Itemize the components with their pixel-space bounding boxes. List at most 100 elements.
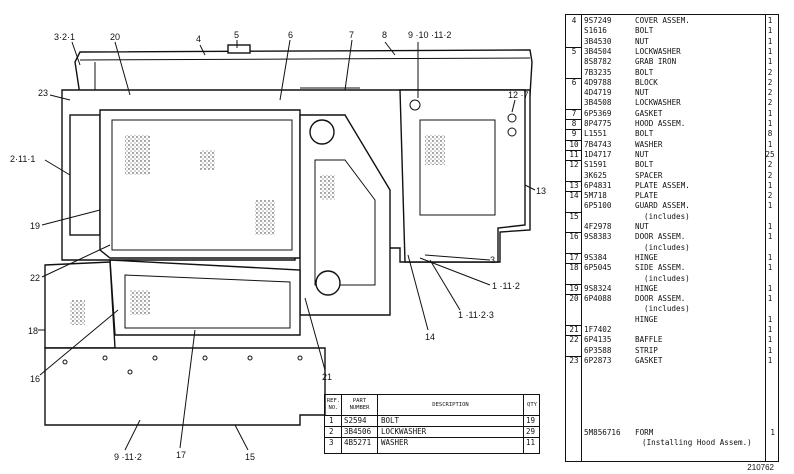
callout-23: 23 [38,88,48,98]
parts-cell-desc: PLATE ASSEM. [635,180,690,190]
callout-15: 15 [245,452,255,462]
parts-cell-ref: 23 [569,355,579,365]
parts-cell-ref: 18 [569,263,579,273]
parts-cell-desc: HOOD ASSEM. [635,119,686,128]
parts-cell-qty: 1 [767,57,773,67]
exploded-view-diagram: 3·2·1 20 4 5 6 7 8 9 ·10 ·11·2 23 12 ·7 … [10,30,546,462]
parts-cell-qty: 1 [767,180,773,190]
parts-cell-ref: 21 [569,325,579,334]
callout-2-11-1: 2·11·1 [10,154,35,164]
parts-cell-ref: 11 [569,149,579,159]
parts-cell-desc: (includes) [644,211,690,221]
parts-cell-qty: 1 [767,36,773,46]
parts-cell-pn: L1551 [584,129,607,139]
drawing-number: 210762 [747,463,774,472]
parts-cell-desc: NUT [635,149,649,159]
callout-9-10-11-2: 9 ·10 ·11·2 [408,30,451,40]
parts-cell-qty: 1 [767,314,773,324]
parts-cell-pn: 4D4719 [584,88,612,98]
parts-cell-desc: SIDE ASSEM. [635,263,686,273]
parts-cell-pn: 6P4135 [584,335,612,345]
parts-cell-qty: 2 [767,77,773,87]
parts-cell-pn: 6P4831 [584,180,612,190]
parts-cell-pn: 9S7249 [584,16,612,25]
parts-cell-desc: LOCKWASHER [635,98,681,108]
parts-cell-qty: 1 [767,345,773,355]
callout-1-11-2: 1 ·11·2 [492,281,520,291]
parts-cell-pn: 3B4508 [584,98,612,108]
parts-cell-qty: 1 [767,294,773,304]
parts-cell-pn: 4F2978 [584,222,612,231]
callout-18: 18 [28,326,38,336]
parts-cell-desc: BAFFLE [635,335,663,345]
parts-cell-ref: 15 [569,211,579,221]
parts-cell-qty: 25 [765,149,775,159]
parts-cell-pn: 6P4088 [584,294,612,304]
callout-9-11-2: 9 ·11·2 [114,452,142,462]
parts-cell-desc: PLATE [635,191,658,201]
parts-cell-ref: 17 [569,252,579,262]
parts-cell-desc: NUT [635,222,649,231]
parts-cell-qty: 1 [767,46,773,56]
parts-cell-ref: 22 [569,335,579,345]
parts-cell-ref: 14 [569,191,579,201]
parts-cell-pn: 9S8383 [584,232,612,242]
callout-4: 4 [196,34,201,44]
parts-cell-ref: 13 [569,180,579,190]
parts-cell-desc: LOCKWASHER [635,46,681,56]
callout-3: 3 [490,255,495,265]
parts-cell-pn: 7B4743 [584,139,612,149]
callout-13: 13 [536,186,546,196]
parts-cell-qty: 1 [767,335,773,345]
callout-8: 8 [382,30,387,40]
parts-cell-qty: 1 [767,232,773,242]
parts-cell-ref: 8 [571,119,577,128]
parts-cell-desc: DOOR ASSEM. [635,232,686,242]
parts-list-row: 15 (includes) [566,212,778,222]
callout-1-11-2-3: 1 ·11·2·3 [458,310,494,320]
guard-assembly [299,114,391,316]
side-assembly [44,261,116,349]
parts-cell-qty: 2 [767,67,773,77]
callout-17: 17 [176,450,186,460]
parts-cell-desc: (includes) [644,242,690,252]
callout-12-7: 12 ·7 [508,90,529,100]
callout-21: 21 [322,372,332,382]
lower-door [109,259,301,336]
parts-cell-desc: DOOR ASSEM. [635,294,686,304]
parts-cell-ref: 6 [571,77,577,87]
parts-cell-pn: 6P5100 [584,201,612,211]
parts-cell-desc: GRAB IRON [635,57,677,67]
table-row: 3 4B5271 WASHER 11 [329,438,536,447]
parts-cell-ref: 20 [569,294,579,304]
parts-cell-qty: 1 [767,26,773,36]
parts-list-row: (includes) [566,243,778,253]
parts-cell-pn: 6P5045 [584,263,612,273]
parts-cell-ref: 19 [569,283,579,293]
parts-cell-desc: GUARD ASSEM. [635,201,690,211]
parts-cell-qty: 8 [767,129,773,139]
parts-cell-pn: S1616 [584,26,607,36]
parts-cell-desc: SPACER [635,170,663,180]
hardware-table: REF. NO. PART NUMBER DESCRIPTION QTY 1 S… [324,394,540,454]
parts-cell-qty: 1 [767,252,773,262]
parts-cell-desc: (includes) [644,304,690,314]
parts-cell-pn: 3B4530 [584,36,612,46]
